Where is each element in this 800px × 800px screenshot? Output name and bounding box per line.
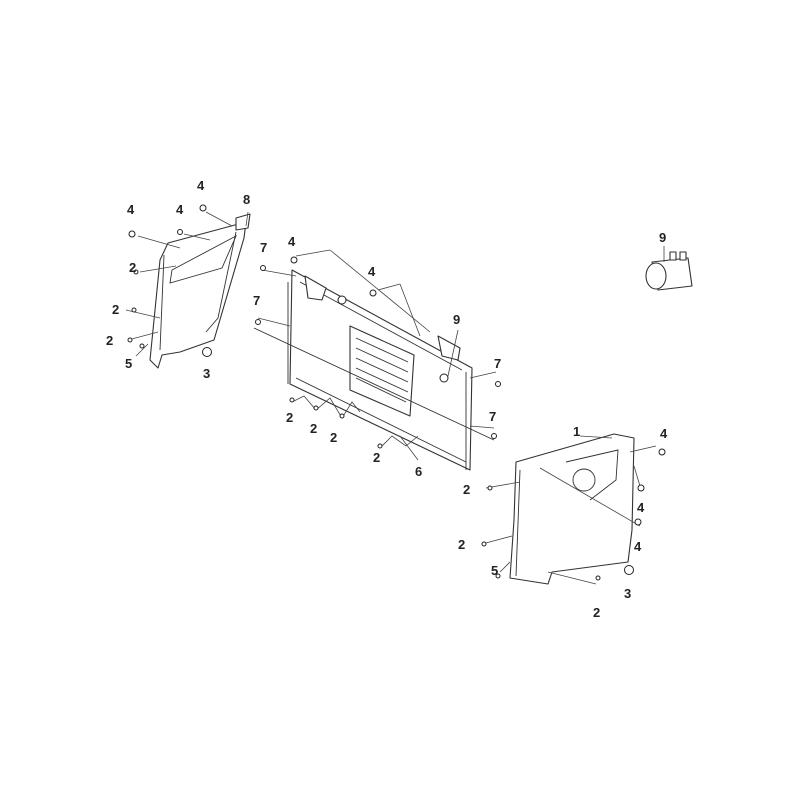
callout-3: 3 xyxy=(203,366,210,381)
bolt-icon xyxy=(177,229,183,235)
screw-icon xyxy=(139,343,145,349)
callout-7: 7 xyxy=(494,356,501,371)
clip-icon xyxy=(255,319,261,325)
vent-grille xyxy=(349,325,415,417)
grommet-icon xyxy=(439,373,449,383)
nut-icon xyxy=(202,347,212,357)
leader-lines xyxy=(125,211,665,585)
center-back-panel xyxy=(253,269,495,471)
callout-4: 4 xyxy=(127,202,135,217)
callout-labels: 4 4 4 8 2 2 2 5 3 7 4 4 7 9 7 7 2 2 2 2 … xyxy=(106,178,668,620)
bolt-icon xyxy=(658,448,666,456)
callout-7: 7 xyxy=(489,409,496,424)
callout-2: 2 xyxy=(106,333,113,348)
callout-9: 9 xyxy=(453,312,460,327)
screw-icon xyxy=(487,485,493,491)
bolt-icon xyxy=(290,256,298,264)
callout-2: 2 xyxy=(458,537,465,552)
callout-4: 4 xyxy=(288,234,296,249)
screw-icon xyxy=(127,337,133,343)
callout-4: 4 xyxy=(176,202,184,217)
callout-5: 5 xyxy=(491,563,498,578)
callout-4: 4 xyxy=(368,264,376,279)
screw-icon xyxy=(377,443,383,449)
bolt-icon xyxy=(637,484,645,492)
left-side-panel xyxy=(149,213,251,369)
callout-6: 6 xyxy=(415,464,422,479)
nut-icon xyxy=(624,565,634,575)
callout-2: 2 xyxy=(112,302,119,317)
callout-2: 2 xyxy=(286,410,293,425)
callout-1: 1 xyxy=(573,424,580,439)
callout-3: 3 xyxy=(624,586,631,601)
grommet-icon xyxy=(337,295,347,305)
callout-4: 4 xyxy=(637,500,645,515)
callout-4: 4 xyxy=(197,178,205,193)
callout-8: 8 xyxy=(243,192,250,207)
screw-icon xyxy=(495,573,501,579)
clip-icon xyxy=(491,433,497,439)
screw-icon xyxy=(313,405,319,411)
callout-5: 5 xyxy=(125,356,132,371)
bolt-icon xyxy=(199,204,207,212)
callout-2: 2 xyxy=(373,450,380,465)
callout-2: 2 xyxy=(310,421,317,436)
callout-2: 2 xyxy=(593,605,600,620)
screw-icon xyxy=(595,575,601,581)
screw-icon xyxy=(339,413,345,419)
right-side-panel xyxy=(509,433,635,585)
callout-4: 4 xyxy=(634,539,642,554)
callout-2: 2 xyxy=(463,482,470,497)
clip-icon xyxy=(260,265,266,271)
bolt-icon xyxy=(128,230,136,238)
callout-9: 9 xyxy=(659,230,666,245)
bolt-icon xyxy=(634,518,642,526)
callout-2: 2 xyxy=(330,430,337,445)
callout-7: 7 xyxy=(260,240,267,255)
screw-icon xyxy=(131,307,137,313)
screw-icon xyxy=(133,269,139,275)
screw-icon xyxy=(481,541,487,547)
clip-icon xyxy=(495,381,501,387)
callout-7: 7 xyxy=(253,293,260,308)
callout-2: 2 xyxy=(129,260,136,275)
fasteners xyxy=(127,204,666,581)
screw-icon xyxy=(289,397,295,403)
part-9-component xyxy=(645,251,693,291)
bolt-icon xyxy=(369,289,377,297)
callout-4: 4 xyxy=(660,426,668,441)
